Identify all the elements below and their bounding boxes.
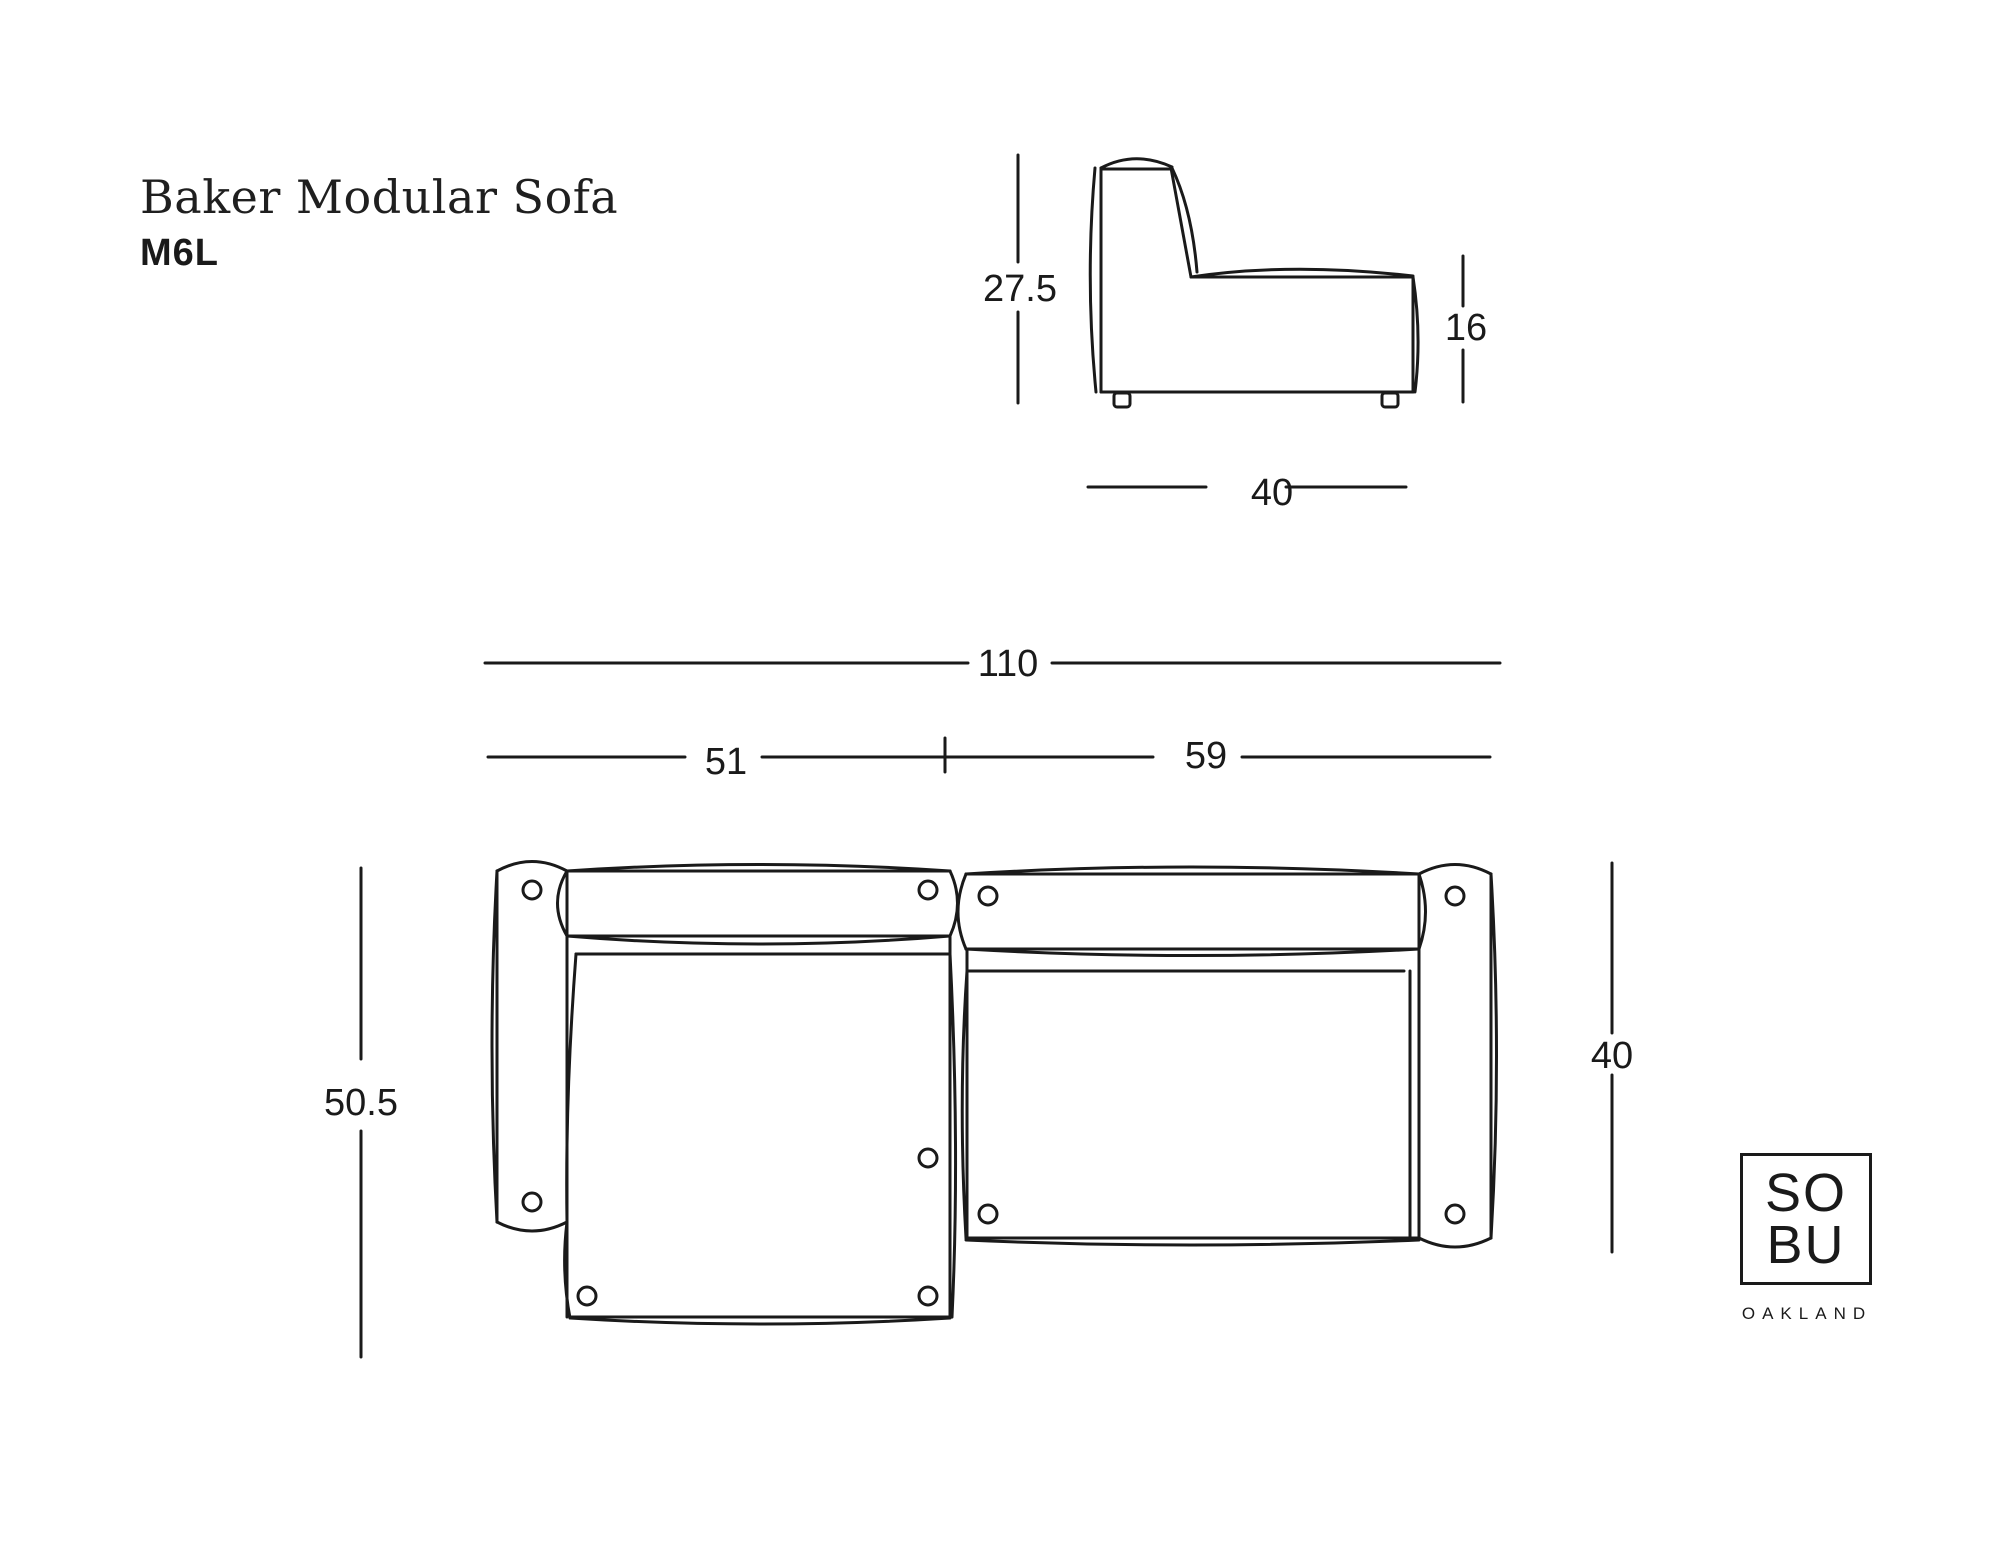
left-chaise-seat (563, 934, 958, 1326)
depth-dimensions (359, 861, 1614, 1359)
label-chaise-depth: 50.5 (324, 1082, 398, 1124)
sobu-logo: SO BU (1740, 1153, 1872, 1285)
right-back-cushion (956, 865, 1427, 957)
logo-line2: BU (1766, 1215, 1846, 1275)
label-left-width: 51 (704, 741, 748, 783)
model-code: M6L (140, 232, 219, 274)
label-seat-height: 16 (1444, 307, 1488, 349)
left-arm (490, 860, 569, 1233)
left-chaise-section (490, 860, 959, 1326)
label-total-width: 110 (977, 643, 1039, 685)
width-dimensions (483, 661, 1502, 774)
label-sofa-depth: 40 (1590, 1035, 1634, 1077)
label-total-height: 27.5 (983, 268, 1057, 310)
right-seat (960, 947, 1421, 1247)
sofa-side-profile (1088, 157, 1420, 409)
side-view-drawing (1016, 153, 1465, 489)
logo-subtitle: OAKLAND (1741, 1304, 1873, 1323)
right-sofa-section (956, 863, 1498, 1249)
logo-line1: SO (1764, 1163, 1848, 1223)
right-arm (1417, 863, 1498, 1249)
left-back-cushion (556, 863, 959, 946)
product-title: Baker Modular Sofa (140, 170, 619, 224)
label-right-width: 59 (1184, 735, 1228, 777)
label-depth-side: 40 (1250, 472, 1294, 514)
